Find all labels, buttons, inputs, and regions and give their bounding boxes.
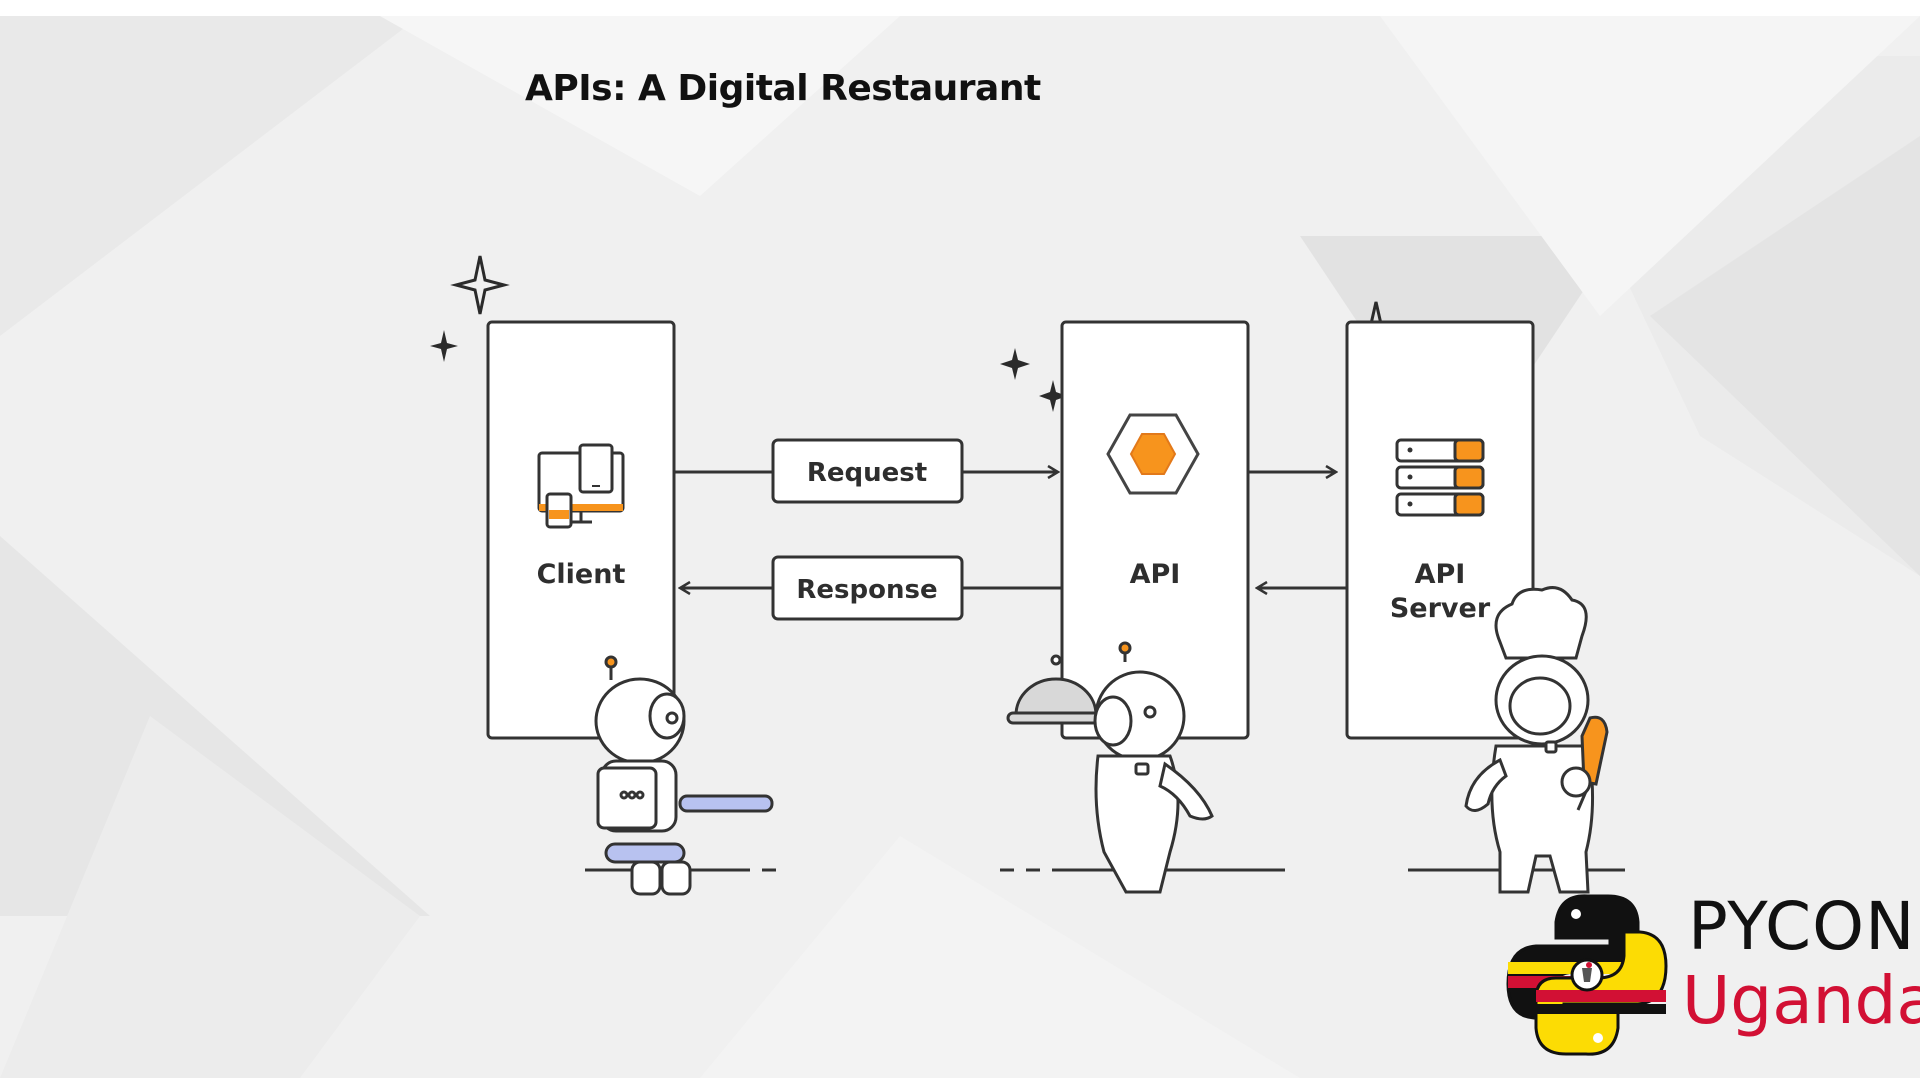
slide-title: APIs: A Digital Restaurant	[525, 68, 1041, 109]
api-server-panel: API Server	[1345, 320, 1535, 740]
api-label: API	[1130, 559, 1181, 590]
api-hexagon-icon	[1106, 413, 1200, 495]
devices-icon	[537, 443, 625, 529]
waiter-astronaut-icon	[1006, 641, 1214, 894]
client-label: Client	[537, 559, 626, 590]
slide: APIs: A Digital Restaurant	[0, 16, 1920, 1078]
pycon-uganda-logo	[1506, 894, 1668, 1056]
logo-text-uganda: Uganda	[1682, 962, 1920, 1039]
server-label-line2: Server	[1390, 593, 1491, 624]
request-label: Request	[807, 458, 927, 488]
client-panel: Client	[486, 320, 676, 740]
python-snake-icon	[1506, 894, 1668, 1056]
server-label-line1: API	[1415, 559, 1466, 590]
logo-text-pycon: PYCON	[1688, 888, 1916, 965]
response-flow: Response	[680, 555, 1062, 621]
server-stack-icon	[1395, 438, 1485, 517]
response-label: Response	[796, 575, 937, 605]
background-pattern	[0, 16, 1920, 1078]
api-restaurant-diagram: Client API API	[430, 255, 1625, 896]
chef-astronaut-icon	[1464, 586, 1609, 894]
customer-astronaut-icon	[594, 655, 774, 896]
request-flow: Request	[674, 438, 1058, 504]
